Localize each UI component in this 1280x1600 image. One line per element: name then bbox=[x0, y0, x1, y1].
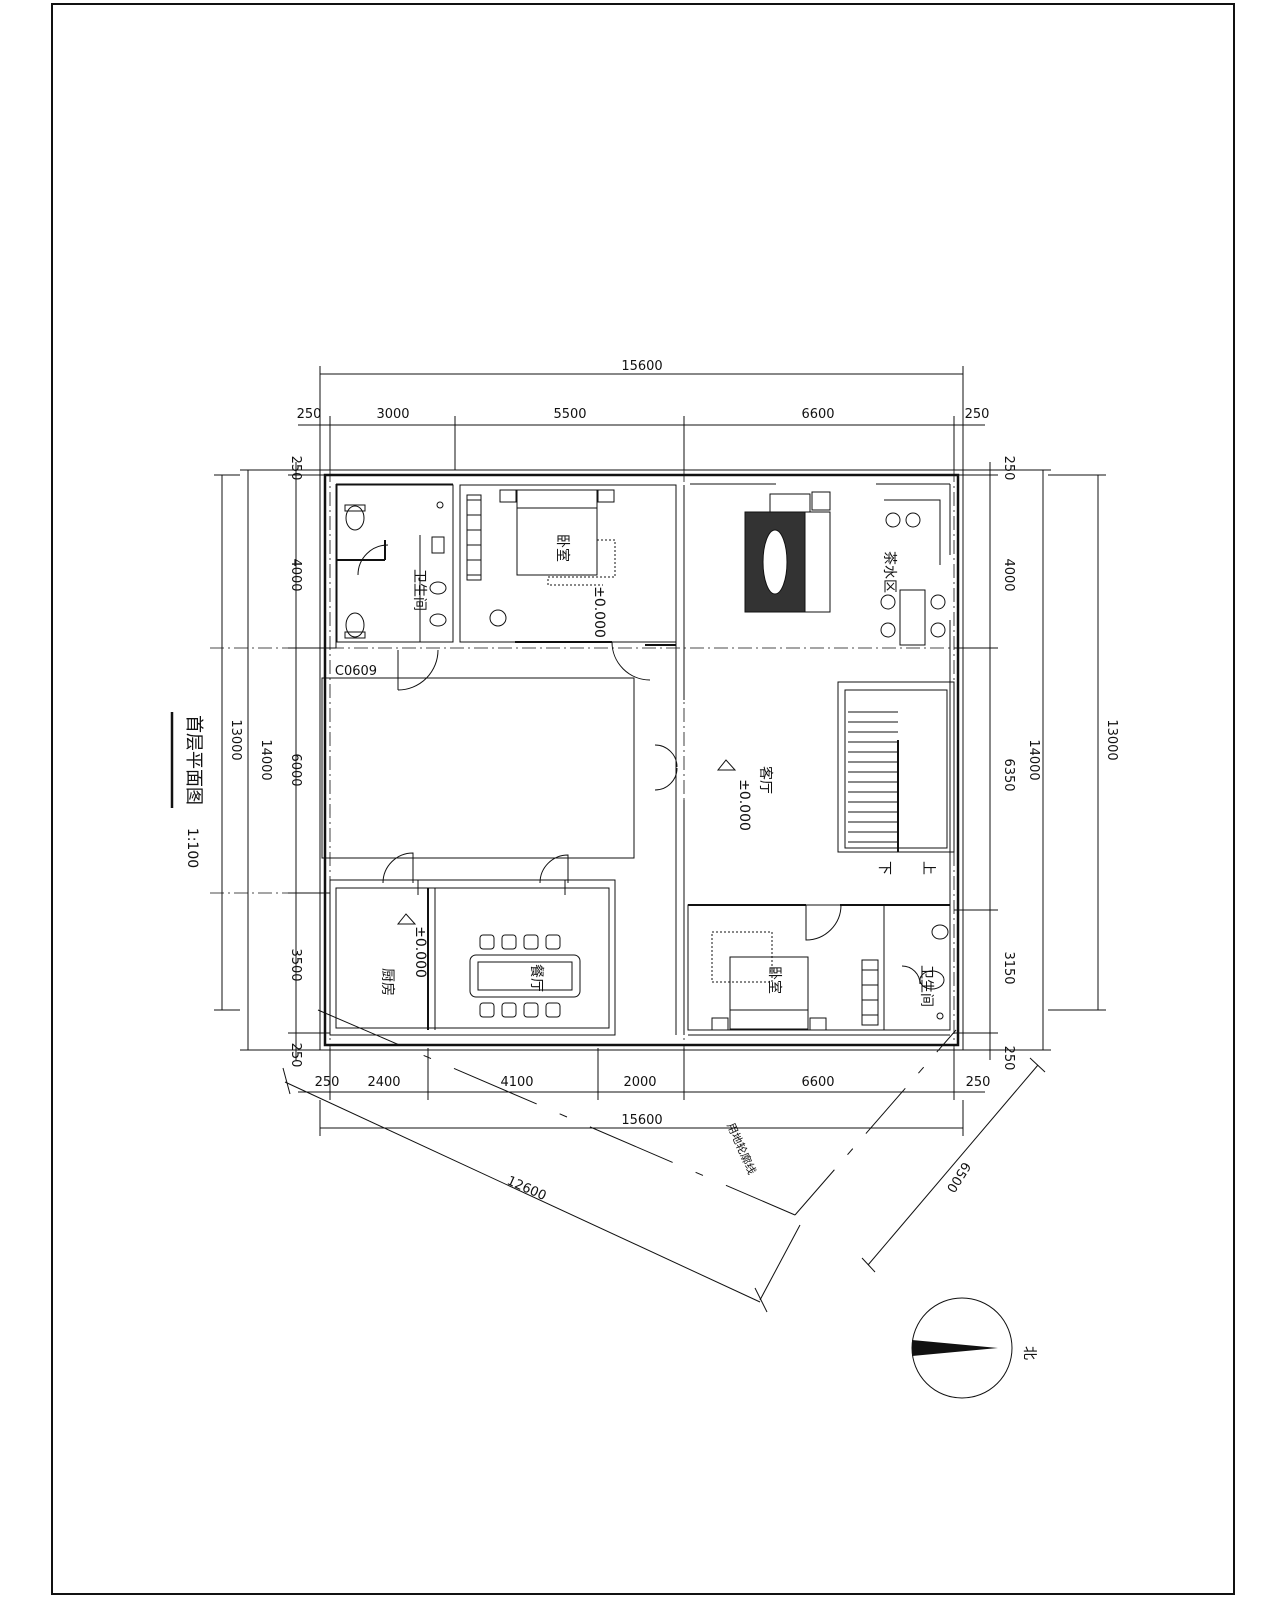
drawing-title-block: 首层平面图 1:100 bbox=[170, 712, 204, 868]
dim-left-3: 3500 bbox=[288, 948, 303, 981]
stair-treads bbox=[848, 711, 899, 852]
level-living: ±0.000 bbox=[736, 779, 752, 831]
room-label-bedroom-n: 卧室 bbox=[554, 534, 571, 562]
right-dimensions: 250 4000 6350 3150 250 14000 13000 bbox=[954, 456, 1119, 1071]
dim-left-0: 250 bbox=[288, 456, 303, 481]
dim-top-0: 250 bbox=[297, 407, 322, 422]
dim-top-2: 5500 bbox=[553, 407, 586, 422]
dim-bottom-2: 4100 bbox=[500, 1075, 533, 1090]
chair-icon bbox=[489, 609, 507, 627]
doors bbox=[357, 544, 921, 985]
left-dimensions: 250 4000 6000 3500 250 14000 13000 bbox=[214, 456, 330, 1068]
dim-right-outer: 14000 bbox=[1026, 739, 1041, 780]
dim-bottom-4: 6600 bbox=[801, 1075, 834, 1090]
dim-top-1: 3000 bbox=[376, 407, 409, 422]
drawing-title: 首层平面图 bbox=[183, 715, 204, 805]
sink-icon bbox=[429, 581, 447, 595]
dim-left-overall: 13000 bbox=[228, 719, 243, 760]
dim-left-outer: 14000 bbox=[258, 739, 273, 780]
sheet-border bbox=[51, 3, 1235, 1595]
bed-icon bbox=[516, 489, 598, 576]
stair-down-label: 下 bbox=[876, 861, 892, 875]
room-labels: 卫生间 卧室 ±0.000 茶水区 客厅 ±0.000 C0609 厨房 ±0.… bbox=[335, 534, 936, 1007]
dim-site-length: 12600 bbox=[504, 1174, 548, 1205]
dim-left-1: 4000 bbox=[288, 558, 303, 591]
interior-walls bbox=[321, 484, 955, 1036]
bottom-dimensions: 250 2400 4100 2000 6600 250 15600 bbox=[298, 1048, 990, 1136]
room-label-dining: 餐厅 bbox=[528, 964, 544, 992]
toilet-icon bbox=[345, 612, 365, 638]
dim-bottom-0: 250 bbox=[315, 1075, 340, 1090]
room-label-bath-se: 卫生间 bbox=[918, 965, 934, 1007]
dim-bottom-total: 15600 bbox=[621, 1113, 662, 1128]
toilet-icon bbox=[345, 505, 365, 531]
sofa-icon bbox=[804, 511, 831, 613]
tea-table-icon bbox=[899, 589, 926, 646]
sink-icon bbox=[429, 613, 447, 627]
dim-top-total: 15600 bbox=[621, 359, 662, 374]
dim-left-4: 250 bbox=[288, 1043, 303, 1068]
drawing-scale: 1:100 bbox=[184, 828, 200, 868]
dim-right-overall: 13000 bbox=[1104, 719, 1119, 760]
level-mark-icon bbox=[396, 913, 417, 925]
north-arrow-icon bbox=[912, 1340, 998, 1356]
top-dimensions: 15600 250 3000 5500 6600 250 bbox=[297, 359, 990, 472]
stair-up-label: 上 bbox=[920, 861, 936, 875]
site-boundary: 12600 6500 用地轮廓线 bbox=[282, 1009, 1046, 1313]
level-mark-icon bbox=[716, 759, 737, 771]
dim-right-0: 250 bbox=[1001, 456, 1016, 481]
north-arrow: 北 bbox=[911, 1297, 1037, 1399]
north-label: 北 bbox=[1021, 1346, 1037, 1360]
level-kitchen: ±0.000 bbox=[412, 926, 428, 978]
furniture bbox=[344, 489, 949, 1031]
room-label-living: 客厅 bbox=[757, 766, 774, 794]
dim-top-3: 6600 bbox=[801, 407, 834, 422]
dim-right-3: 3150 bbox=[1001, 951, 1016, 984]
dim-site-width: 6500 bbox=[943, 1159, 973, 1195]
dim-bottom-3: 2000 bbox=[623, 1075, 656, 1090]
boundary-label: 用地轮廓线 bbox=[724, 1120, 759, 1176]
toilet-icon bbox=[919, 970, 945, 990]
dim-right-1: 4000 bbox=[1001, 558, 1016, 591]
sink-icon bbox=[931, 924, 949, 940]
dim-bottom-1: 2400 bbox=[367, 1075, 400, 1090]
dim-bottom-5: 250 bbox=[966, 1075, 991, 1090]
dining-table-icon bbox=[469, 954, 581, 998]
dim-right-2: 6350 bbox=[1001, 758, 1016, 791]
room-label-bath-nw: 卫生间 bbox=[411, 569, 427, 611]
room-label-bedroom-s: 卧室 bbox=[766, 966, 783, 994]
dim-top-4: 250 bbox=[965, 407, 990, 422]
dim-left-2: 6000 bbox=[288, 753, 303, 786]
window-code: C0609 bbox=[335, 664, 377, 679]
dim-right-4: 250 bbox=[1001, 1046, 1016, 1071]
room-label-tea: 茶水区 bbox=[881, 551, 897, 593]
level-bedroom-n: ±0.000 bbox=[591, 586, 607, 638]
room-label-kitchen: 厨房 bbox=[379, 968, 395, 996]
